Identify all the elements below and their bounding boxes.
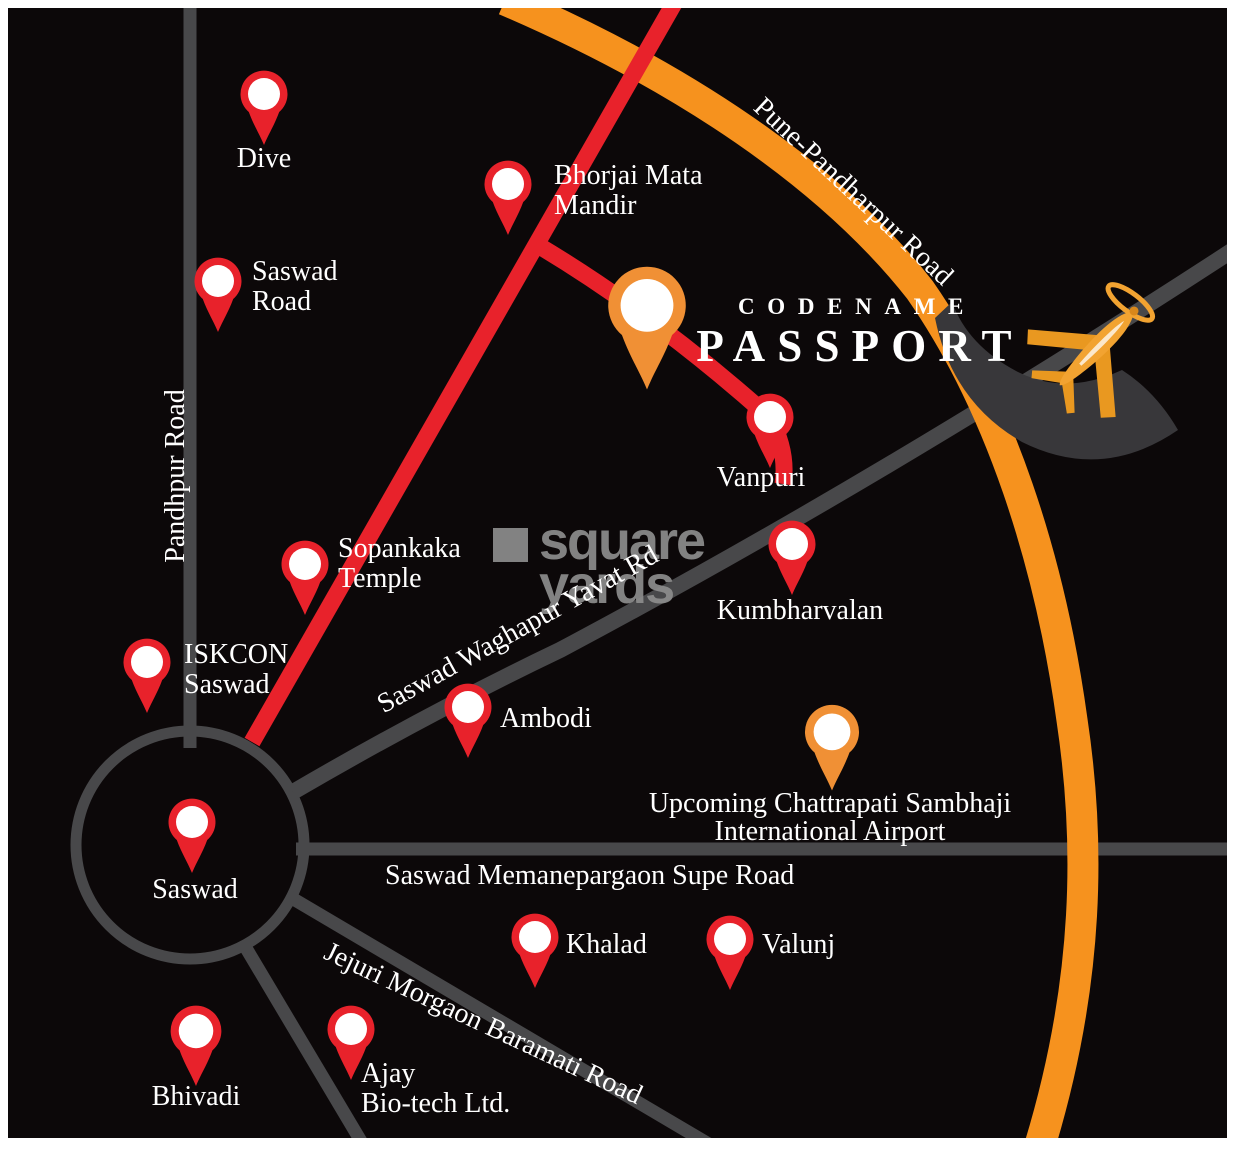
pin-ambodi <box>444 683 492 758</box>
pin-valunj <box>706 915 754 990</box>
label-khalad: Khalad <box>566 929 647 960</box>
plane-nose <box>1129 306 1139 316</box>
pin-khalad <box>511 913 559 988</box>
gray-roads <box>70 0 1233 1153</box>
road-pune-pandharpur <box>498 0 1099 1150</box>
road-jejuri <box>286 891 728 1153</box>
label-line: International Airport <box>714 816 946 847</box>
label-kumbharvalan: Kumbharvalan <box>716 595 884 626</box>
propeller-icon <box>1105 282 1156 323</box>
label-line: Temple <box>338 563 422 594</box>
pin-bhivadi <box>170 1005 222 1086</box>
watermark-square: square <box>539 511 706 571</box>
plane-highlight <box>1079 320 1125 366</box>
pin-saswad <box>168 798 216 873</box>
label-line: Bhorjai Mata <box>554 160 703 191</box>
page-margin-bottom <box>0 1138 1233 1153</box>
label-saswad: Saswad <box>152 874 238 905</box>
pin-bhorjai-mata-mandir <box>484 160 532 235</box>
label-line: Sopankaka <box>338 533 461 564</box>
pin-saswad-road <box>194 257 242 332</box>
pin-dive <box>240 70 288 145</box>
label-line: ISKCON <box>184 639 289 670</box>
label-line: Road <box>252 286 312 317</box>
page-margin-left <box>0 0 8 1153</box>
pin-kumbharvalan <box>768 520 816 595</box>
project-title-codename: CODENAME <box>738 294 976 319</box>
red-roads <box>244 0 793 747</box>
map-pins <box>123 70 860 1086</box>
label-line: Mandir <box>554 190 637 221</box>
road-saswad-waghapur <box>288 243 1233 799</box>
label-ambodi: Ambodi <box>500 703 592 734</box>
airplane-icon <box>1027 282 1156 418</box>
watermark-yards: yards <box>539 555 675 615</box>
page-margin-right <box>1227 0 1233 1153</box>
label-line: Upcoming Chattrapati Sambhaji <box>648 788 1012 819</box>
label-line: Saswad <box>184 669 270 700</box>
project-title-passport: PASSPORT <box>696 321 1024 371</box>
page-margin-top <box>0 0 1233 8</box>
label-vanpuri: Vanpuri <box>716 462 806 493</box>
label-line: Bio-tech Ltd. <box>361 1088 511 1119</box>
label-valunj: Valunj <box>762 929 836 960</box>
road-label-pandhpur: Pandhpur Road <box>160 389 191 563</box>
road-red-main <box>244 0 684 747</box>
squareyards-logo-icon <box>493 528 528 562</box>
airplane-shadow <box>935 302 1178 460</box>
label-line: Saswad <box>252 256 338 287</box>
road-label-saswad-memanepargaon: Saswad Memanepargaon Supe Road <box>385 860 795 891</box>
road-red-branch <box>531 236 793 486</box>
road-south <box>240 944 374 1153</box>
label-bhivadi: Bhivadi <box>151 1081 241 1112</box>
pin-iskcon-saswad <box>123 638 171 713</box>
label-dive: Dive <box>236 143 292 174</box>
pin-airport <box>804 704 860 791</box>
label-line: Ajay <box>361 1058 416 1089</box>
